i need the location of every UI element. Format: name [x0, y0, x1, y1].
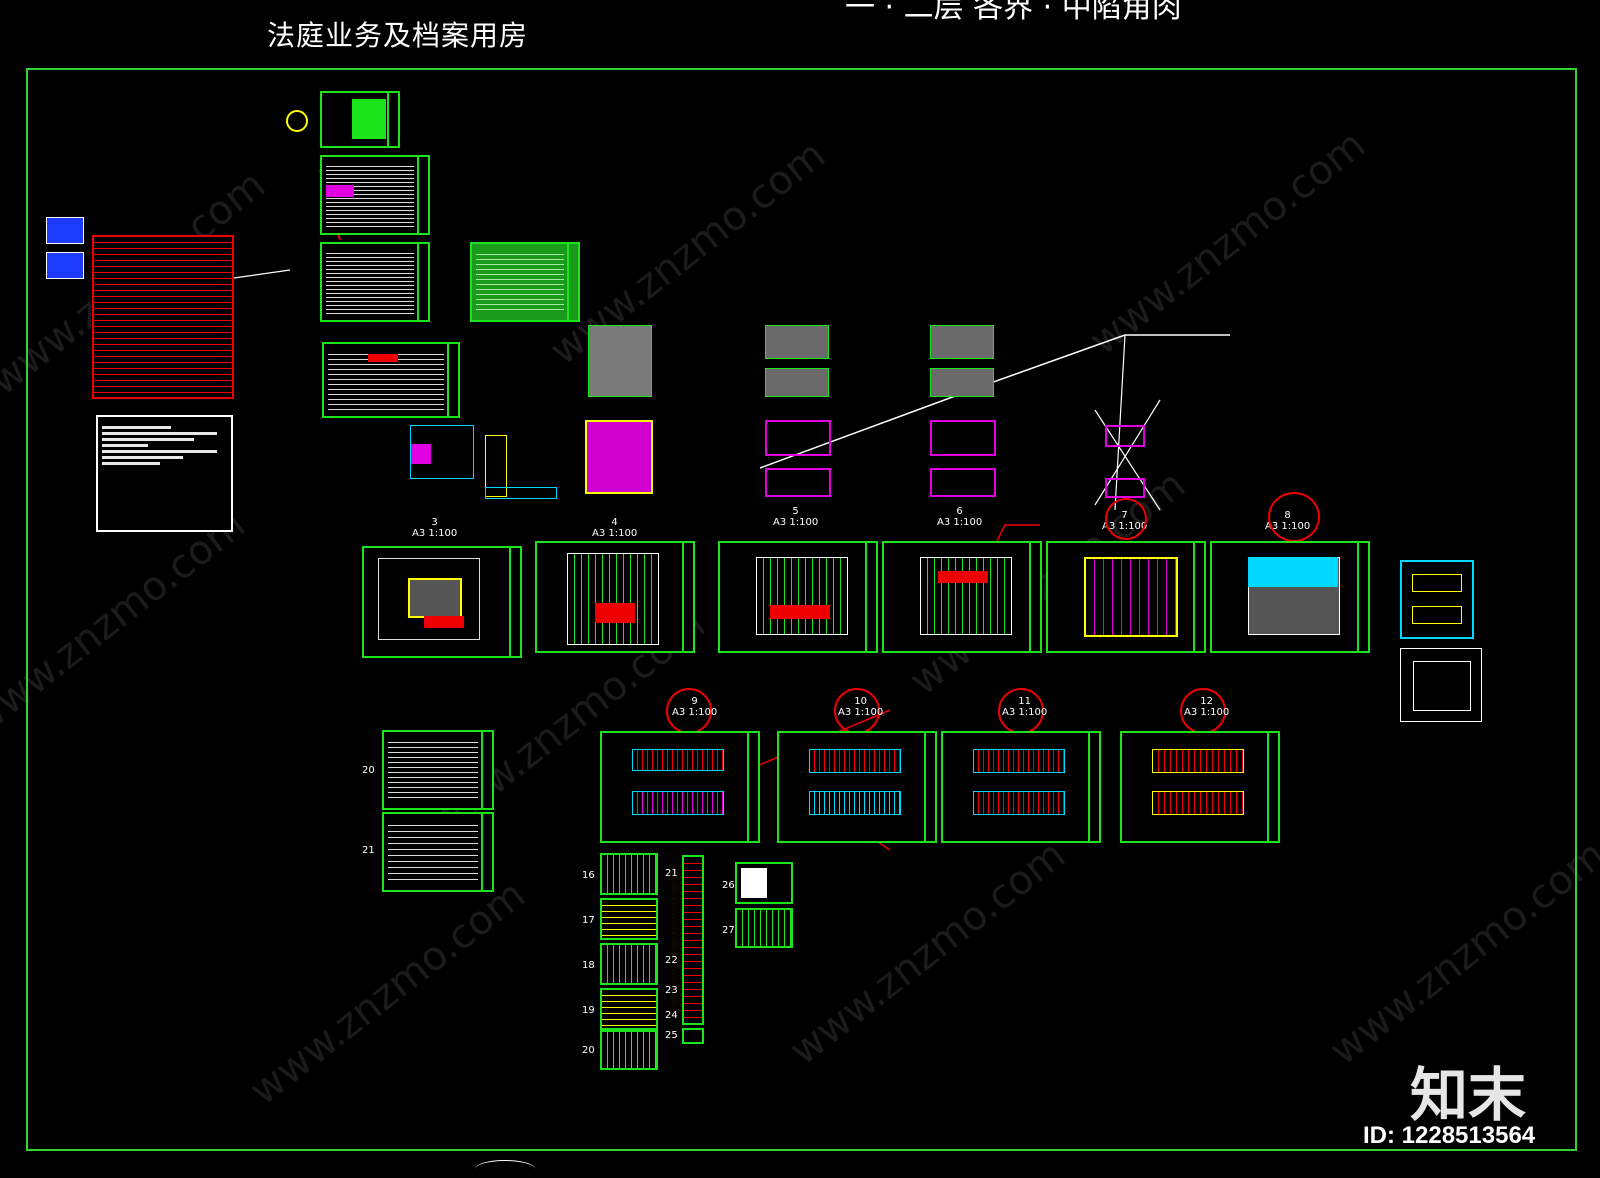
elevation-sheet[interactable]: [1120, 731, 1280, 843]
sheet-marker-circle: [1268, 492, 1320, 542]
image-id: ID: 1228513564: [1363, 1122, 1536, 1149]
side-number: 27: [722, 925, 735, 936]
drawing-schedule-table[interactable]: [92, 235, 234, 399]
detail-plan[interactable]: [485, 487, 557, 499]
side-number: 18: [582, 960, 595, 971]
elevation-sheet[interactable]: [600, 731, 760, 843]
drawing-title-cut: 一 · 二层 各界 · 中陷角肉: [845, 0, 1182, 25]
text-sheet[interactable]: [382, 730, 494, 810]
detail-drawing[interactable]: [930, 325, 994, 359]
side-number: 17: [582, 915, 595, 926]
detail-drawing[interactable]: [1400, 648, 1482, 722]
cover-sheet[interactable]: [320, 91, 400, 148]
legend-block: [46, 217, 84, 244]
detail-plan[interactable]: [485, 435, 507, 497]
detail-drawing[interactable]: [930, 368, 994, 397]
detail-drawing[interactable]: [585, 420, 653, 494]
design-notes-sheet-3[interactable]: [470, 242, 580, 322]
notes-box[interactable]: [96, 415, 233, 532]
side-number: 20: [582, 1045, 595, 1056]
detail-sheet[interactable]: [600, 898, 658, 940]
drawing-title: 法庭业务及档案用房: [267, 19, 529, 52]
side-number: 16: [582, 870, 595, 881]
detail-drawing[interactable]: [1105, 478, 1145, 498]
partial-symbol: [475, 1160, 535, 1178]
side-number: 22: [665, 955, 678, 966]
detail-sheet[interactable]: [600, 943, 658, 985]
design-notes-sheet-4[interactable]: [322, 342, 460, 418]
side-number: 19: [582, 1005, 595, 1016]
detail-drawing[interactable]: [930, 420, 996, 456]
side-number: 20: [362, 765, 375, 776]
text-sheet[interactable]: [382, 812, 494, 892]
detail-drawing[interactable]: [1400, 560, 1474, 639]
floor-plan-sheet[interactable]: [1046, 541, 1206, 653]
floor-plan-sheet[interactable]: [882, 541, 1042, 653]
floor-plan-sheet[interactable]: [718, 541, 878, 653]
side-number: 21: [665, 868, 678, 879]
sheet-marker-circle: [1105, 498, 1147, 540]
detail-sheet[interactable]: [735, 908, 793, 948]
detail-strip[interactable]: [682, 1028, 704, 1044]
drawing-frame: [26, 68, 1577, 1151]
detail-drawing[interactable]: [765, 325, 829, 359]
floor-plan-sheet[interactable]: [1210, 541, 1370, 653]
watermark-logo: 知末: [1410, 1061, 1527, 1129]
detail-sheet[interactable]: [600, 1030, 658, 1070]
detail-sheet[interactable]: [600, 988, 658, 1030]
detail-drawing[interactable]: [765, 468, 831, 497]
detail-drawing[interactable]: [1105, 425, 1145, 447]
elevation-sheet[interactable]: [777, 731, 937, 843]
side-number: 25: [665, 1030, 678, 1041]
legend-block: [46, 252, 84, 279]
detail-sheet[interactable]: [735, 862, 793, 904]
detail-strip[interactable]: [682, 855, 704, 1025]
detail-drawing[interactable]: [765, 420, 831, 456]
detail-drawing[interactable]: [930, 468, 996, 497]
elevation-sheet[interactable]: [941, 731, 1101, 843]
design-notes-sheet-2[interactable]: [320, 242, 430, 322]
side-number: 24: [665, 1010, 678, 1021]
detail-drawing[interactable]: [588, 325, 652, 397]
floor-plan-sheet[interactable]: [362, 546, 522, 658]
side-number: 21: [362, 845, 375, 856]
detail-plan[interactable]: [410, 425, 474, 479]
detail-drawing[interactable]: [765, 368, 829, 397]
side-number: 23: [665, 985, 678, 996]
floor-plan-sheet[interactable]: [535, 541, 695, 653]
detail-sheet[interactable]: [600, 853, 658, 895]
design-notes-sheet-1[interactable]: [320, 155, 430, 235]
side-number: 26: [722, 880, 735, 891]
